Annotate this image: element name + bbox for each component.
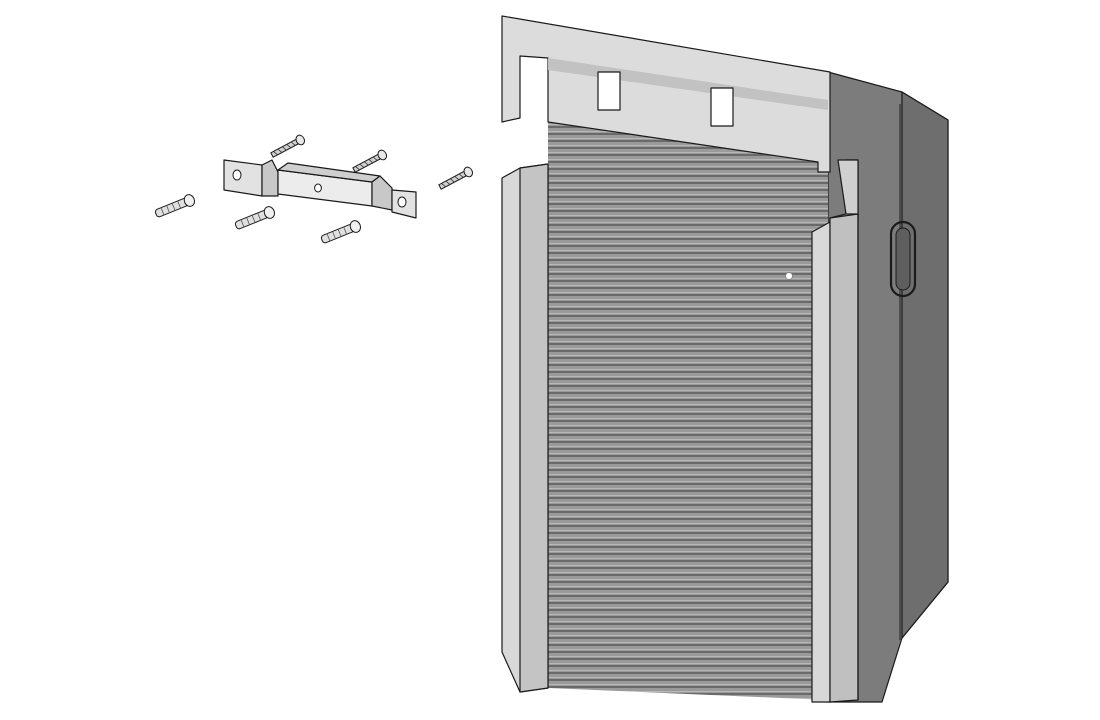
wall-plugs bbox=[154, 194, 362, 244]
lock-dot-icon bbox=[785, 272, 793, 280]
screw-icon bbox=[270, 134, 305, 158]
top-slot-right bbox=[710, 87, 734, 127]
screws bbox=[270, 134, 473, 190]
wall-plug-icon bbox=[154, 194, 196, 218]
cabinet-top-frame bbox=[501, 15, 831, 173]
roller-shutter bbox=[548, 58, 828, 700]
mounting-bracket bbox=[223, 159, 417, 219]
cabinet-rear-section bbox=[901, 91, 949, 639]
screw-icon bbox=[352, 149, 387, 173]
cabinet bbox=[501, 15, 949, 703]
top-slot-left bbox=[597, 71, 621, 111]
wall-plug-icon bbox=[234, 206, 276, 230]
side-handle-icon bbox=[889, 220, 917, 298]
screw-icon bbox=[438, 166, 473, 190]
wall-plug-icon bbox=[320, 220, 362, 244]
